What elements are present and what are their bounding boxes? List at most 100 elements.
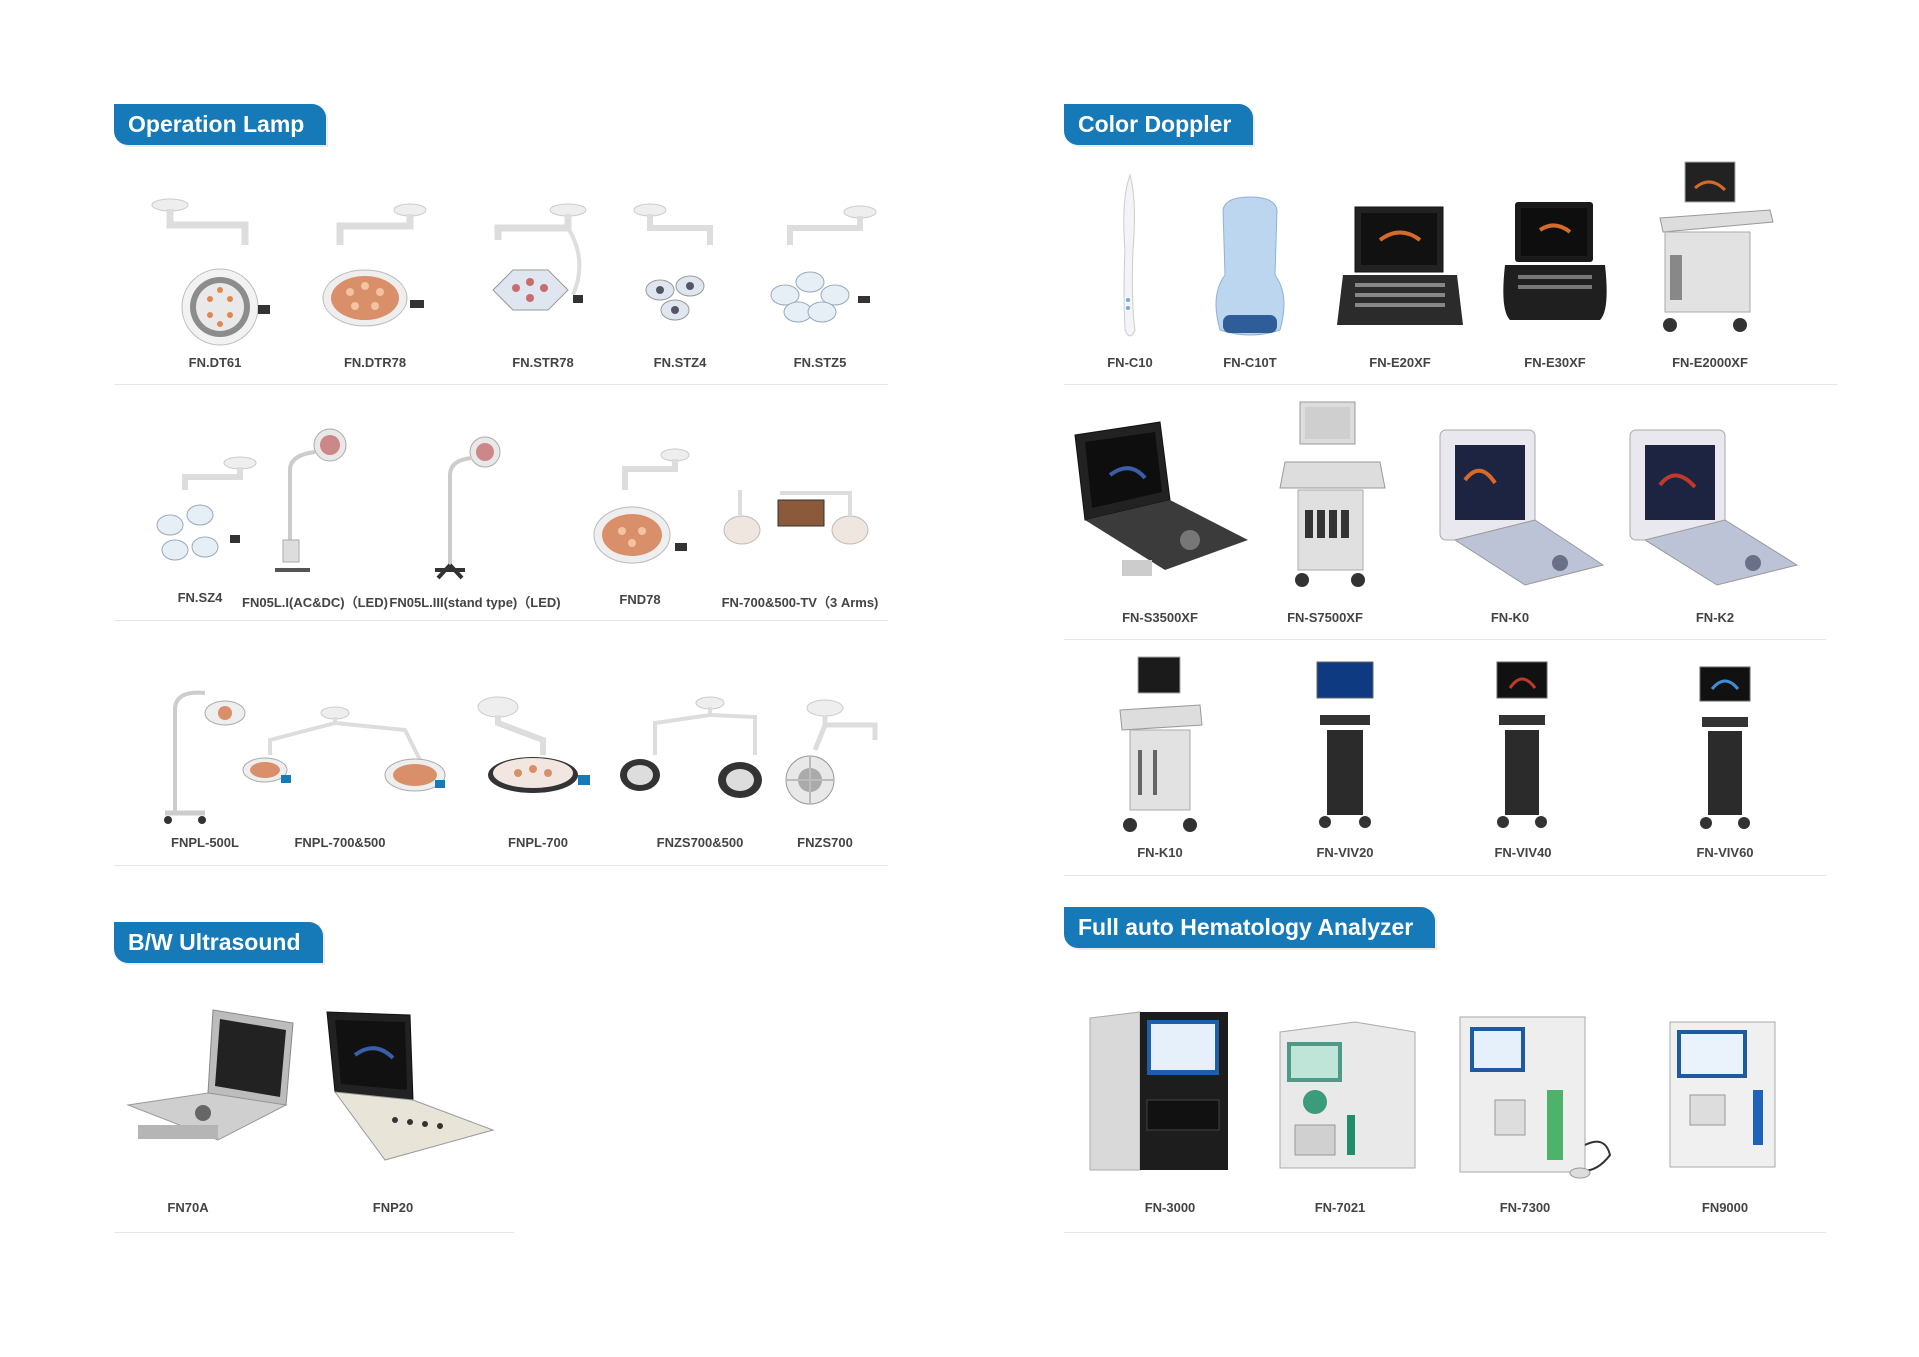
ceiling-lamp-image	[593, 448, 690, 564]
ceiling-lamp-image	[156, 456, 257, 561]
product-fn-e30xf: FN-E30XF	[1500, 200, 1610, 375]
section-title-operation-lamp: Operation Lamp	[114, 104, 327, 145]
product-fn-sz4: FN.SZ4	[145, 455, 257, 610]
product-fnpl-700: FNPL-700	[477, 695, 598, 855]
ceiling-lamp-image	[477, 696, 590, 793]
product-fn-e20xf: FN-E20XF	[1335, 205, 1465, 375]
analyzer-image	[1089, 1011, 1228, 1171]
analyzer-image	[1459, 1016, 1612, 1179]
product-label: FN-K10	[1137, 845, 1183, 860]
product-fn-viv60: FN-VIV60	[1690, 665, 1760, 865]
product-label: FN-7021	[1314, 1200, 1366, 1215]
product-fn-700-500-tv: FN-700&500-TV（3 Arms)	[720, 485, 880, 610]
product-fn-dt61: FN.DT61	[150, 195, 280, 375]
product-fn-stz4: FN.STZ4	[630, 200, 730, 375]
product-fn-s7500xf: FN-S7500XF	[1279, 400, 1390, 630]
laptop-ultrasound-image	[326, 1011, 495, 1161]
product-fn70a: FN70A	[126, 1005, 298, 1225]
divider	[1064, 875, 1826, 876]
product-label: FN05L.III(stand type)（LED)	[389, 595, 561, 610]
cart-ultrasound-image	[1699, 666, 1751, 829]
product-label: FN.STZ5	[793, 355, 847, 370]
section-title-color-doppler: Color Doppler	[1064, 104, 1254, 145]
product-label: FN.SZ4	[177, 590, 223, 605]
cart-ultrasound-image	[1119, 656, 1203, 832]
product-label: FNP20	[372, 1200, 414, 1215]
ceiling-lamp-image	[633, 203, 713, 321]
probe-image	[1215, 196, 1285, 336]
laptop-ultrasound-image	[1503, 202, 1607, 320]
product-label: FN.DTR78	[343, 355, 407, 370]
product-label: FN-7300	[1499, 1200, 1551, 1215]
laptop-ultrasound-image	[126, 1009, 294, 1141]
cart-ultrasound-image	[1659, 161, 1774, 332]
product-fnd78: FND78	[590, 445, 690, 610]
ceiling-lamp-image	[492, 203, 587, 311]
product-label: FNPL-700&500	[294, 835, 386, 850]
cart-ultrasound-image	[1316, 661, 1374, 828]
product-fn-k10: FN-K10	[1110, 655, 1210, 865]
cart-ultrasound-image	[1279, 401, 1386, 587]
product-fn-7021: FN-7021	[1275, 1020, 1416, 1225]
laptop-ultrasound-image	[1074, 421, 1248, 576]
laptop-ultrasound-image	[1337, 206, 1463, 325]
product-label: FN-VIV20	[1316, 845, 1374, 860]
product-fn9000: FN9000	[1665, 1020, 1780, 1225]
product-label: FN-S7500XF	[1287, 610, 1363, 625]
ceiling-lamp-image	[620, 696, 762, 798]
product-fn-str78: FN.STR78	[478, 200, 608, 375]
product-label: FND78	[619, 592, 661, 607]
product-fnp20: FNP20	[325, 1010, 495, 1225]
analyzer-image	[1669, 1021, 1776, 1168]
product-label: FNPL-500L	[171, 835, 239, 850]
product-fnzs700: FNZS700	[775, 699, 885, 855]
divider	[114, 384, 888, 385]
product-label: FN.DT61	[188, 355, 242, 370]
divider	[1064, 639, 1826, 640]
stand-lamp-image	[435, 436, 501, 580]
product-fn-3000: FN-3000	[1085, 1010, 1235, 1225]
stand-lamp-image	[275, 428, 347, 572]
cart-ultrasound-image	[1496, 661, 1548, 828]
product-fn05l-iii: FN05L.III(stand type)（LED)	[389, 436, 561, 610]
analyzer-image	[1279, 1021, 1416, 1169]
section-title-bw-ultrasound: B/W Ultrasound	[114, 922, 323, 963]
product-fn-s3500xf: FN-S3500XF	[1070, 420, 1250, 630]
product-label: FN70A	[167, 1200, 209, 1215]
product-label: FN-E2000XF	[1672, 355, 1748, 370]
product-fn-c10t: FN-C10T	[1205, 195, 1295, 375]
product-fn-stz5: FN.STZ5	[760, 200, 880, 375]
product-label: FN-700&500-TV（3 Arms)	[721, 595, 879, 610]
divider	[1064, 384, 1838, 385]
product-fnpl-700-500: FNPL-700&500	[225, 705, 450, 855]
product-label: FNPL-700	[508, 835, 568, 850]
divider	[1064, 1232, 1826, 1233]
product-label: FN-E20XF	[1369, 355, 1431, 370]
ceiling-lamp-image	[151, 198, 270, 346]
product-label: FN.STR78	[512, 355, 574, 370]
product-label: FN-C10T	[1223, 355, 1277, 370]
product-label: FN9000	[1701, 1200, 1749, 1215]
product-label: FNZS700&500	[656, 835, 744, 850]
product-label: FNZS700	[797, 835, 853, 850]
product-fnpl-500l: FNPL-500L	[150, 685, 260, 855]
product-fn-viv40: FN-VIV40	[1485, 660, 1560, 865]
product-label: FN05L.I(AC&DC)（LED)	[242, 595, 388, 610]
product-label: FN-E30XF	[1524, 355, 1586, 370]
ceiling-lamp-image	[322, 203, 427, 327]
product-fn-k2: FN-K2	[1625, 425, 1800, 630]
ceiling-lamp-image	[242, 706, 446, 792]
stand-lamp-image	[164, 690, 246, 824]
product-fn-e2000xf: FN-E2000XF	[1655, 160, 1805, 375]
product-fn-k0: FN-K0	[1435, 425, 1605, 630]
product-fn-dtr78: FN.DTR78	[310, 200, 440, 375]
portable-ultrasound-image	[1439, 429, 1605, 586]
product-fn-viv20: FN-VIV20	[1305, 660, 1385, 865]
divider	[114, 865, 888, 866]
probe-image	[1123, 173, 1136, 337]
portable-ultrasound-image	[1629, 429, 1799, 586]
product-label: FN-C10	[1107, 355, 1153, 370]
section-title-hematology: Full auto Hematology Analyzer	[1064, 907, 1436, 948]
product-fn05l-i: FN05L.I(AC&DC)（LED)	[242, 428, 388, 610]
divider	[114, 620, 888, 621]
